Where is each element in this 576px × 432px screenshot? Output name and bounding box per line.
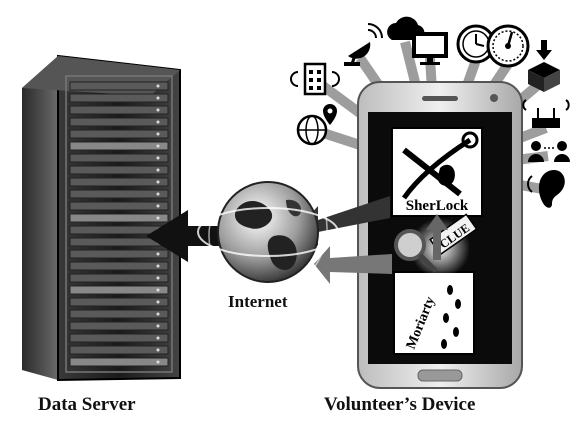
server-slot [69,93,169,103]
server-slot [69,177,169,187]
server-slot [69,345,169,355]
server-slot [69,261,169,271]
server-slot [69,129,169,139]
pipe-key-icon [401,131,479,200]
footprint [443,313,449,323]
server-slot [69,165,169,175]
status-led [156,144,160,148]
status-led [156,264,160,268]
server-slots [69,81,169,367]
server-slot [69,321,169,331]
status-led [156,252,160,256]
status-led [156,108,160,112]
globe-pin-icon [296,104,337,146]
status-led [156,288,160,292]
server-slot [69,213,169,223]
server-slot [69,357,169,367]
status-led [156,96,160,100]
sherlock-box: SherLock [391,127,483,217]
server-slot [69,189,169,199]
people-icon [528,141,570,162]
monitor-icon [412,32,448,65]
internet-label: Internet [228,292,288,311]
status-led [156,156,160,160]
server-slot [69,249,169,259]
flow-arrows [146,196,392,284]
speaker-grille [422,96,458,101]
status-led [156,300,160,304]
status-led [156,276,160,280]
status-led [156,216,160,220]
server-slot [69,333,169,343]
data-server-rack [22,54,181,382]
volunteer-device-label: Volunteer’s Device [324,394,476,415]
status-led [156,132,160,136]
magnifier-icon [394,229,426,261]
status-led [156,120,160,124]
ear-icon [527,170,565,208]
front-camera [490,94,498,102]
server-slot [69,117,169,127]
status-led [156,180,160,184]
gauge-icon [486,24,530,68]
satellite-dish-icon [344,23,383,66]
wifi-router-icon [522,99,570,128]
up-arrow [426,214,448,260]
server-slot [69,285,169,295]
status-led [156,312,160,316]
status-led [156,348,160,352]
server-slot [69,201,169,211]
server-slot [69,297,169,307]
status-led [156,204,160,208]
footprint [447,285,453,295]
internet-globe-icon [197,170,339,294]
status-led [156,168,160,172]
home-button[interactable] [417,369,463,382]
status-led [156,84,160,88]
moriarty-box: Moriarty [393,271,475,355]
server-slot [69,105,169,115]
status-led [156,192,160,196]
sensor-icons [290,16,570,208]
server-slot [69,273,169,283]
server-slot [69,153,169,163]
footprint [453,327,459,337]
status-led [156,324,160,328]
server-slot [69,81,169,91]
data-server-label: Data Server [38,394,136,415]
status-led [156,336,160,340]
server-slot [69,309,169,319]
footprint [441,339,447,349]
footprints-icon [441,285,461,349]
building-icon [290,62,340,96]
status-led [156,360,160,364]
sherlock-label: SherLock [406,198,469,214]
server-slot [69,141,169,151]
footprint [455,299,461,309]
download-box-icon [528,40,560,92]
